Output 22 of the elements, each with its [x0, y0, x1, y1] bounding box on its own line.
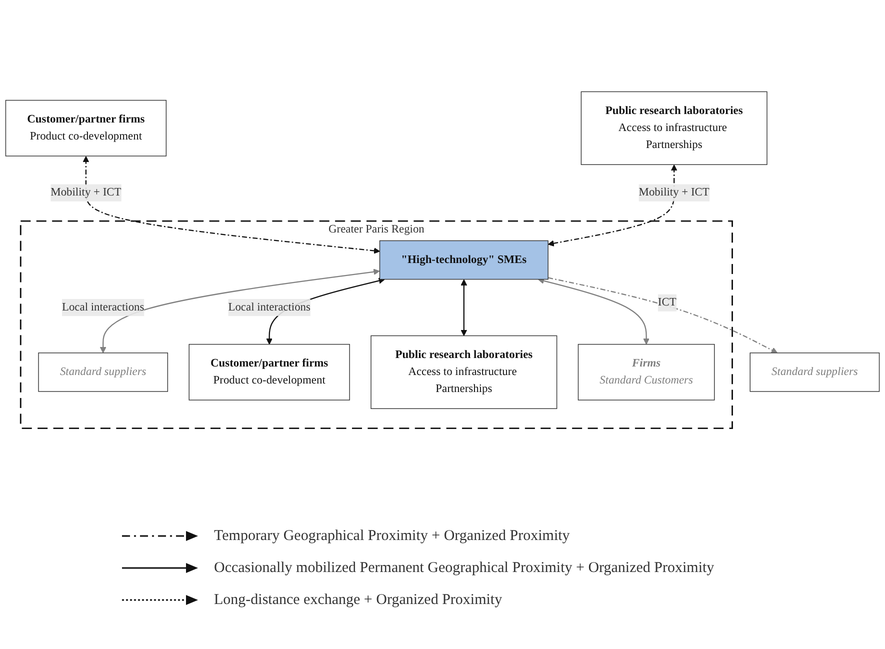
node-box: Standard suppliers	[750, 352, 880, 392]
legend-text: Temporary Geographical Proximity + Organized Proximity	[214, 528, 570, 544]
node-box: Public research laboratories Access to infrastructure Partnerships	[370, 335, 558, 409]
node-box: Customer/partner firms Product co-development	[5, 100, 167, 156]
arrow	[82, 156, 380, 254]
edge-label: Local interactions	[62, 301, 144, 314]
legend-text: Occasionally mobilized Permanent Geographical Proximity + Organized Proximity	[214, 560, 714, 576]
arrow	[548, 164, 678, 246]
legend-text: Long-distance exchange + Organized Proximity	[214, 592, 502, 608]
edge-label: Mobility + ICT	[638, 186, 710, 199]
edge-label: Mobility + ICT	[50, 186, 122, 199]
arrow	[538, 278, 650, 345]
node-box: Firms Standard Customers	[578, 344, 715, 400]
arrow	[548, 277, 778, 354]
arrow	[460, 279, 468, 336]
node-box: Public research laboratories Access to infrastructure Partnerships	[580, 91, 768, 165]
node-box: Customer/partner firms Product co-development	[188, 344, 350, 400]
node-box: Standard suppliers	[38, 352, 168, 392]
edge-label: ICT	[658, 296, 676, 309]
edge-label: Local interactions	[228, 301, 310, 314]
arrow	[100, 268, 380, 354]
node-box: "High-technology" SMEs	[379, 240, 548, 280]
